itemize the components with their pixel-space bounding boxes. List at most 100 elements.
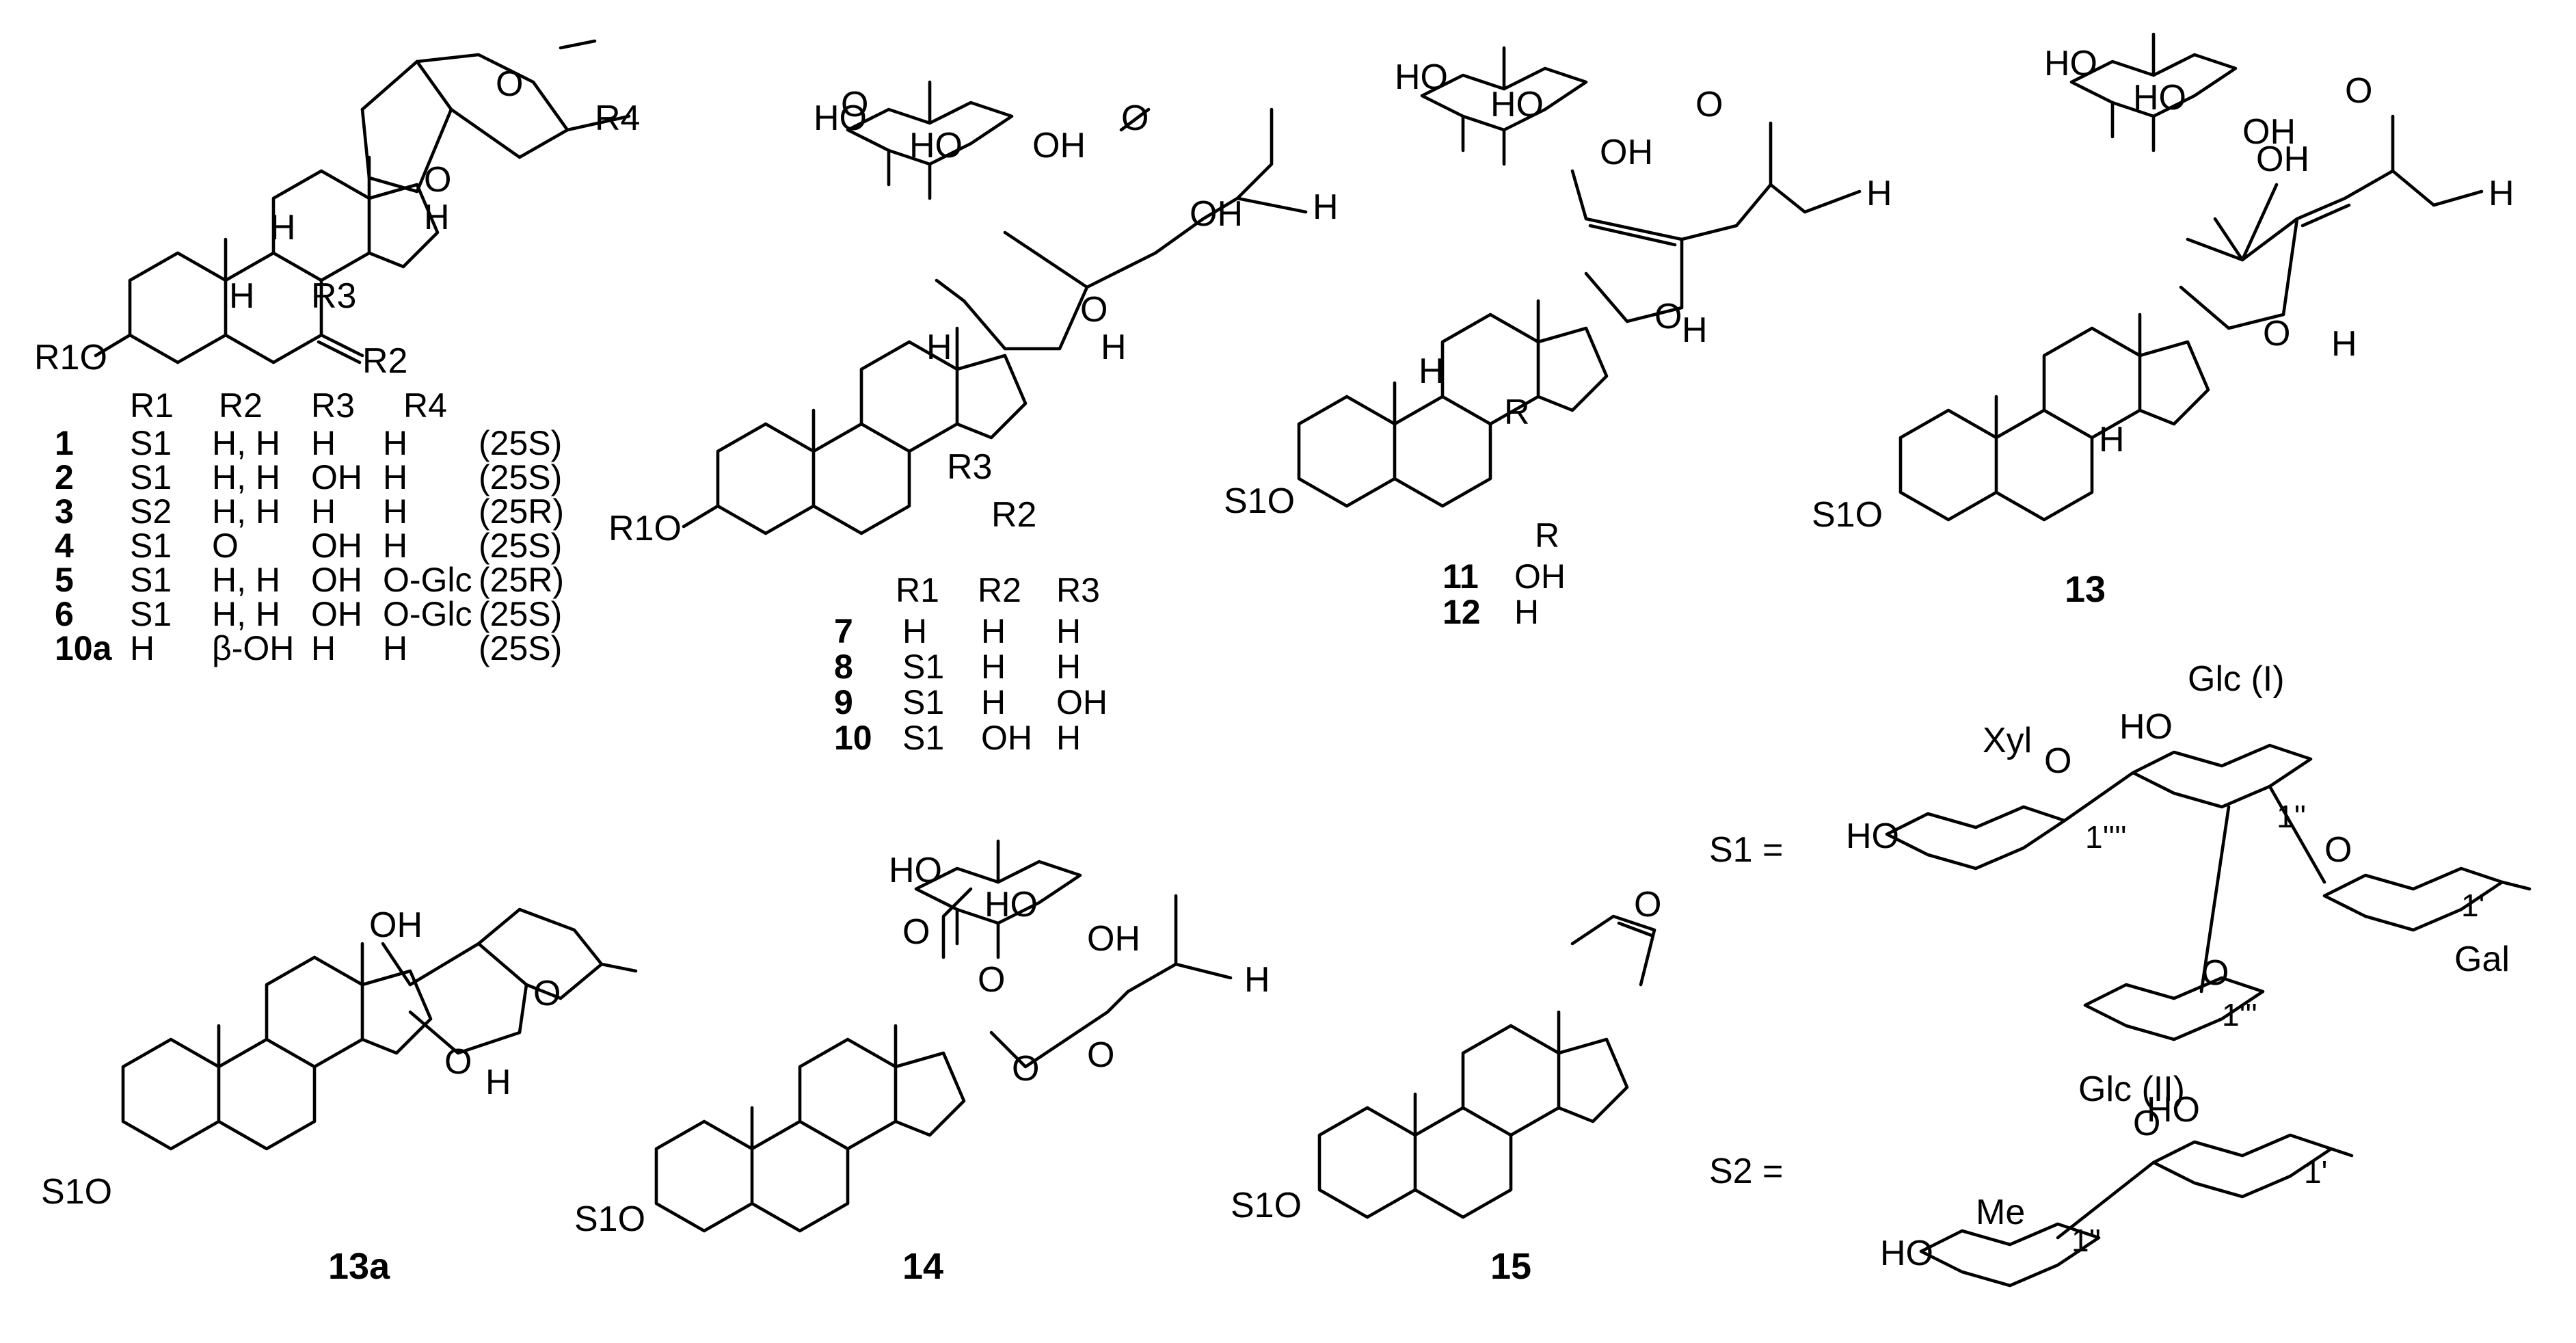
svg-text:HO: HO xyxy=(984,885,1038,925)
svg-text:1': 1' xyxy=(2304,1154,2327,1190)
structure-13a: OH O O H S1O 13a xyxy=(41,905,638,1287)
svg-text:O: O xyxy=(978,960,1005,1000)
table-row-id: 6 xyxy=(55,595,74,633)
svg-text:O: O xyxy=(1634,885,1661,925)
table-cell-r2: β-OH xyxy=(212,629,294,667)
table-cell-r3: OH xyxy=(311,458,362,496)
structure-11-12: HO HO OH O O H H R S1O H xyxy=(1224,48,1892,521)
table-cell-r3: OH xyxy=(1056,683,1108,721)
svg-text:H: H xyxy=(1313,187,1339,227)
table-cell-r3: H xyxy=(311,424,336,462)
structure-14: O O O O H HO HO OH S1O 14 xyxy=(574,841,1270,1287)
svg-text:O: O xyxy=(2324,830,2352,870)
table-cell-r2: H, H xyxy=(212,492,280,531)
svg-text:1': 1' xyxy=(2461,888,2484,923)
table-cell-r2: OH xyxy=(981,719,1032,757)
svg-text:OH: OH xyxy=(1600,133,1653,172)
table-cell-r4: H xyxy=(383,458,407,496)
svg-text:H: H xyxy=(926,328,952,367)
table-row-id: 4 xyxy=(55,527,74,565)
svg-text:H: H xyxy=(2099,420,2125,460)
table-cell-r3: H xyxy=(1056,612,1081,650)
structure-7-10: HO HO O OH O OH O H H H R3 R2 R1O xyxy=(608,82,1339,548)
svg-text:O: O xyxy=(2345,71,2372,111)
table-row-id: 11 xyxy=(1443,557,1479,596)
svg-text:1'': 1'' xyxy=(2071,1223,2101,1258)
table-cell-r1: S1 xyxy=(130,561,172,599)
table-cell-config: (25S) xyxy=(479,527,562,565)
table-row-id: 1 xyxy=(55,424,74,462)
svg-text:O: O xyxy=(2044,741,2071,781)
table-cell-r4: O-Glc xyxy=(383,561,472,599)
structure-15: O S1O 15 xyxy=(1231,885,1661,1287)
svg-text:O: O xyxy=(1121,98,1149,138)
svg-text:R1: R1 xyxy=(130,386,174,425)
svg-text:14: 14 xyxy=(902,1246,943,1287)
svg-text:H: H xyxy=(1101,328,1127,367)
svg-text:HO: HO xyxy=(1880,1234,1933,1273)
svg-text:R4: R4 xyxy=(403,386,447,425)
svg-text:O: O xyxy=(533,974,561,1013)
svg-text:HO: HO xyxy=(1490,85,1544,124)
table-cell-r3: OH xyxy=(311,561,362,599)
svg-text:R1O: R1O xyxy=(608,509,682,548)
table-cell-r1: S1 xyxy=(130,458,172,496)
table-row-id: 7 xyxy=(834,612,853,650)
svg-text:H: H xyxy=(229,276,255,316)
svg-text:13a: 13a xyxy=(328,1246,390,1287)
svg-text:OH: OH xyxy=(1190,194,1243,234)
svg-text:R1O: R1O xyxy=(34,338,107,377)
table-cell-r1: S1 xyxy=(130,424,172,462)
svg-text:O: O xyxy=(2133,1104,2160,1143)
svg-text:H: H xyxy=(2488,174,2514,213)
svg-text:1''': 1''' xyxy=(2222,997,2257,1033)
table-row-id: 9 xyxy=(834,683,853,721)
svg-text:S1O: S1O xyxy=(574,1199,645,1239)
svg-text:H: H xyxy=(485,1063,511,1102)
table-cell-r2: H xyxy=(981,612,1006,650)
svg-text:HO: HO xyxy=(2119,707,2173,747)
svg-text:O: O xyxy=(902,912,930,952)
svg-text:HO: HO xyxy=(2044,44,2097,83)
table-cell-r1: S2 xyxy=(130,492,172,531)
table-cell-r3: OH xyxy=(311,527,362,565)
svg-text:O: O xyxy=(1087,1035,1114,1075)
svg-text:O: O xyxy=(424,160,451,200)
svg-text:HO: HO xyxy=(2147,1090,2200,1130)
svg-text:1'''': 1'''' xyxy=(2085,819,2127,855)
svg-text:O: O xyxy=(1012,1049,1039,1089)
table-cell-r2: H xyxy=(981,683,1006,721)
svg-text:S2 =: S2 = xyxy=(1709,1152,1783,1191)
table-cell-r1: H xyxy=(902,612,927,650)
table-cell-r3: H xyxy=(311,629,336,667)
svg-text:O: O xyxy=(2201,953,2229,993)
svg-text:O: O xyxy=(841,85,868,124)
structure-1-6: R1O R2 R3 R4 H H H O O xyxy=(34,39,640,381)
table-cell-r1: S1 xyxy=(902,683,944,721)
svg-text:R3: R3 xyxy=(947,447,992,487)
svg-text:S1O: S1O xyxy=(1812,495,1883,535)
table-cell-r4: H xyxy=(383,492,407,531)
svg-text:HO: HO xyxy=(814,98,867,138)
table-cell-r1: H xyxy=(130,629,155,667)
svg-text:R3: R3 xyxy=(311,276,356,316)
svg-text:O: O xyxy=(2263,314,2290,354)
svg-text:HO: HO xyxy=(1395,57,1448,97)
table-cell-r2: H, H xyxy=(212,458,280,496)
svg-text:OH: OH xyxy=(1032,126,1086,165)
svg-text:H: H xyxy=(1682,310,1708,350)
svg-text:R2: R2 xyxy=(978,571,1021,609)
table-row-id: 10a xyxy=(55,629,113,667)
table-cell-r2: H xyxy=(981,648,1006,686)
svg-text:R2: R2 xyxy=(362,341,407,381)
table-cell-r3: OH xyxy=(311,595,362,633)
table-cell-config: (25S) xyxy=(479,424,562,462)
svg-text:H: H xyxy=(424,198,450,237)
svg-text:R: R xyxy=(1504,393,1530,432)
table-cell-r3: H xyxy=(1056,719,1081,757)
svg-text:O: O xyxy=(1080,290,1108,330)
table-cell-config: (25S) xyxy=(479,629,562,667)
table-cell-r4: H xyxy=(383,527,407,565)
table-cell-r2: H, H xyxy=(212,561,280,599)
